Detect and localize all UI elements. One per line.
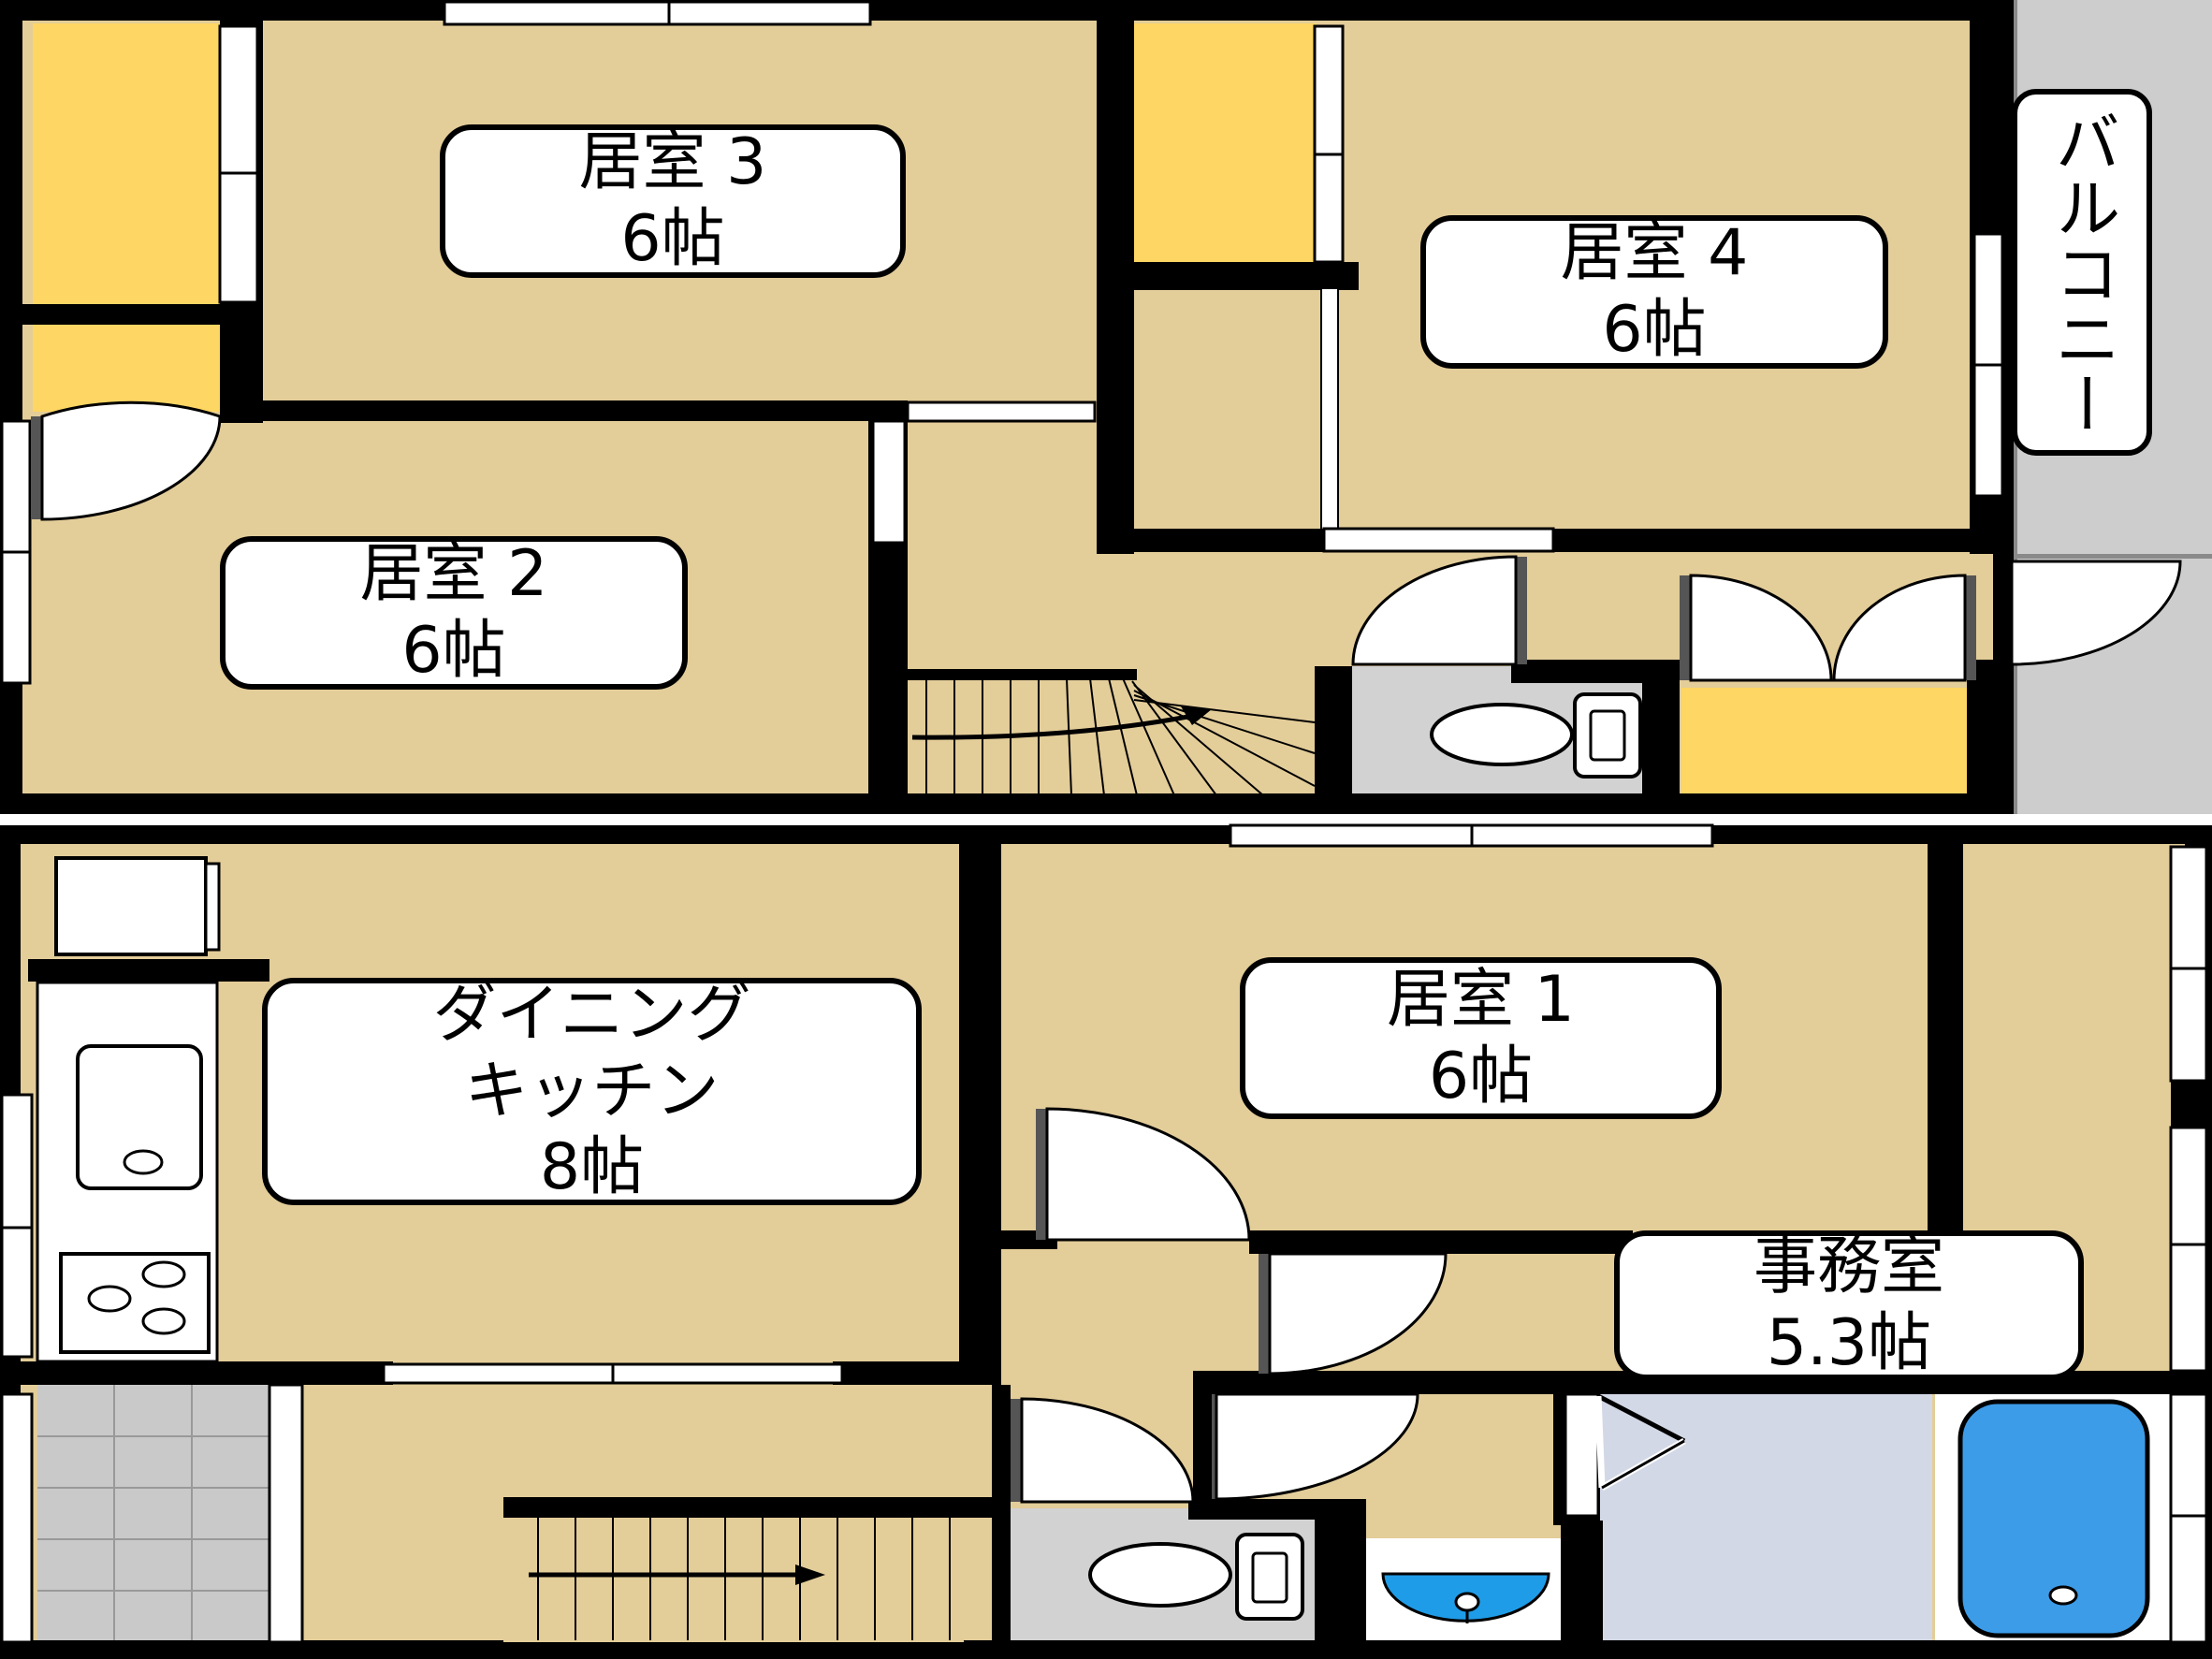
sink-icon (76, 1044, 203, 1190)
balcony-name: バルコニー (2044, 109, 2121, 436)
door-swing-icon (1011, 1397, 1195, 1504)
room1-name: 居室 1 (1387, 962, 1575, 1037)
door-swing-icon (1680, 574, 1976, 682)
window-office-right-1 (2169, 845, 2208, 1083)
room4-label: 居室 4 6帖 (1420, 215, 1888, 369)
bathtub-icon (1957, 1399, 2150, 1638)
stairs-icon (911, 677, 1316, 796)
upper-floor (0, 0, 2212, 814)
washbasin-icon (1381, 1572, 1550, 1623)
room4-name: 居室 4 (1560, 216, 1749, 291)
room2-name: 居室 2 (359, 537, 548, 612)
room3-label: 居室 3 6帖 (440, 124, 906, 278)
room2-size: 6帖 (401, 614, 506, 688)
window-left-kitchen (0, 1093, 34, 1359)
room1-size: 6帖 (1428, 1039, 1534, 1113)
dk-size: 8帖 (539, 1130, 645, 1205)
storage-upper-left-2 (33, 323, 220, 412)
dk-name-1: ダイニング (432, 978, 751, 1053)
room4-size: 6帖 (1602, 293, 1707, 367)
storage-room4 (1134, 23, 1317, 265)
door-swing-icon (1351, 555, 1527, 666)
dk-name-2: キッチン (464, 1054, 720, 1128)
window-room4-storage (1313, 24, 1345, 264)
sliding-door-upper-hall (906, 400, 1097, 423)
door-swing-icon (31, 400, 222, 521)
lower-floor (0, 823, 2212, 1659)
window-top-room3 (443, 0, 872, 26)
door-swing-icon (1594, 1393, 1686, 1492)
window-office-right-2 (2169, 1126, 2208, 1373)
office-label: 事務室 5.3帖 (1614, 1230, 2084, 1380)
window-room3-side (218, 24, 259, 304)
door-swing-icon (1212, 1392, 1419, 1501)
window-entrance-right (268, 1383, 304, 1644)
dining-kitchen-label: ダイニング キッチン 8帖 (262, 978, 922, 1205)
window-entrance-left (0, 1392, 34, 1644)
room1-label: 居室 1 6帖 (1240, 957, 1722, 1119)
room2-label: 居室 2 6帖 (220, 536, 688, 690)
room3-name: 居室 3 (578, 125, 767, 200)
door-swing-icon (1036, 1107, 1251, 1242)
balcony-label: バルコニー (2012, 89, 2152, 456)
toilet-icon (1088, 1533, 1304, 1621)
entrance-tiles (37, 1383, 269, 1640)
bathroom-floor (1600, 1394, 1932, 1642)
office-name: 事務室 (1753, 1230, 1944, 1304)
storage-upper-left (33, 23, 220, 304)
stairs-icon (503, 1497, 964, 1642)
storage-hall (1681, 688, 1976, 795)
room3-size: 6帖 (620, 202, 725, 276)
refrigerator-icon (54, 856, 221, 956)
toilet-icon (1430, 692, 1642, 779)
door-swing-icon (2010, 560, 2182, 666)
door-swing-icon (1259, 1252, 1448, 1375)
office-size: 5.3帖 (1766, 1306, 1932, 1380)
stove-icon (59, 1252, 211, 1354)
